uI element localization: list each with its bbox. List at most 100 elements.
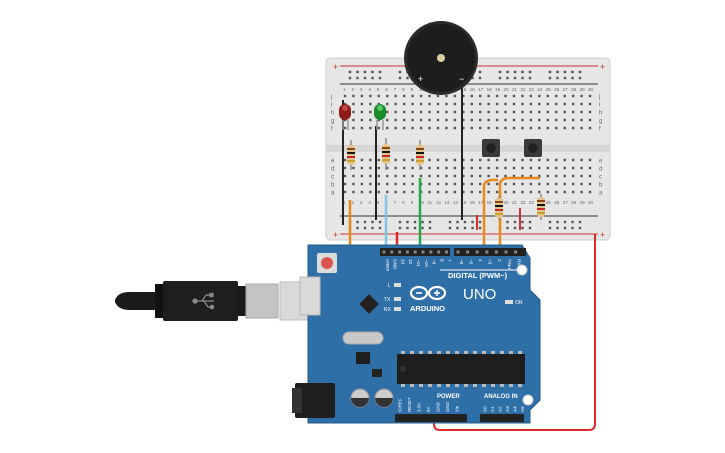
- breadboard-hole[interactable]: [563, 166, 566, 170]
- breadboard-hole[interactable]: [352, 166, 355, 170]
- breadboard-hole[interactable]: [377, 102, 380, 106]
- breadboard-hole[interactable]: [411, 118, 414, 122]
- breadboard-hole[interactable]: [453, 174, 457, 178]
- breadboard-hole[interactable]: [504, 190, 507, 194]
- breadboard-hole[interactable]: [462, 166, 465, 170]
- breadboard-hole[interactable]: [402, 126, 406, 130]
- rail-hole[interactable]: [521, 70, 524, 74]
- breadboard-hole[interactable]: [487, 126, 490, 130]
- breadboard-hole[interactable]: [546, 102, 549, 106]
- breadboard-hole[interactable]: [580, 174, 583, 178]
- breadboard-hole[interactable]: [377, 118, 380, 122]
- breadboard-hole[interactable]: [512, 190, 516, 194]
- breadboard-hole[interactable]: [360, 126, 364, 130]
- header-socket[interactable]: [398, 250, 402, 254]
- rail-hole[interactable]: [348, 70, 352, 74]
- rail-hole[interactable]: [506, 76, 509, 80]
- wire-orange-button-2[interactable]: [498, 176, 540, 250]
- rail-hole[interactable]: [521, 76, 524, 80]
- rail-hole[interactable]: [428, 226, 432, 230]
- header-socket[interactable]: [494, 250, 498, 254]
- breadboard-hole[interactable]: [343, 182, 347, 186]
- header-socket[interactable]: [475, 250, 479, 254]
- rail-hole[interactable]: [478, 70, 482, 74]
- breadboard-hole[interactable]: [377, 190, 380, 194]
- breadboard-hole[interactable]: [546, 118, 549, 122]
- breadboard-hole[interactable]: [419, 94, 423, 98]
- rail-hole[interactable]: [571, 220, 574, 224]
- breadboard-hole[interactable]: [462, 190, 465, 194]
- breadboard-hole[interactable]: [436, 190, 440, 194]
- breadboard-hole[interactable]: [369, 182, 372, 186]
- breadboard-hole[interactable]: [428, 110, 431, 114]
- breadboard-hole[interactable]: [538, 190, 541, 194]
- rail-hole[interactable]: [463, 220, 467, 224]
- breadboard-hole[interactable]: [411, 190, 414, 194]
- breadboard-hole[interactable]: [369, 118, 372, 122]
- breadboard-hole[interactable]: [495, 158, 499, 162]
- header-socket[interactable]: [413, 250, 417, 254]
- breadboard-hole[interactable]: [453, 158, 457, 162]
- breadboard-hole[interactable]: [369, 94, 372, 98]
- analog-header[interactable]: [480, 414, 524, 422]
- breadboard-hole[interactable]: [538, 158, 541, 162]
- breadboard-hole[interactable]: [419, 102, 423, 106]
- rail-hole[interactable]: [578, 76, 582, 80]
- breadboard-hole[interactable]: [419, 118, 423, 122]
- breadboard-hole[interactable]: [512, 118, 516, 122]
- breadboard-hole[interactable]: [563, 190, 566, 194]
- breadboard-hole[interactable]: [529, 118, 533, 122]
- breadboard-hole[interactable]: [462, 174, 465, 178]
- breadboard-hole[interactable]: [462, 118, 465, 122]
- breadboard-hole[interactable]: [394, 102, 397, 106]
- breadboard-hole[interactable]: [504, 126, 507, 130]
- resistor-5[interactable]: [537, 194, 545, 220]
- breadboard-hole[interactable]: [453, 190, 457, 194]
- header-socket[interactable]: [504, 250, 508, 254]
- breadboard-hole[interactable]: [580, 118, 583, 122]
- breadboard-hole[interactable]: [479, 126, 482, 130]
- rail-hole[interactable]: [548, 70, 552, 74]
- rail-hole[interactable]: [571, 226, 574, 230]
- breadboard-hole[interactable]: [360, 158, 364, 162]
- rail-hole[interactable]: [428, 220, 432, 224]
- rail-hole[interactable]: [378, 220, 382, 224]
- breadboard-hole[interactable]: [521, 126, 524, 130]
- breadboard-hole[interactable]: [555, 182, 558, 186]
- rail-hole[interactable]: [363, 76, 367, 80]
- breadboard-hole[interactable]: [428, 102, 431, 106]
- breadboard-hole[interactable]: [453, 94, 457, 98]
- breadboard-hole[interactable]: [571, 94, 575, 98]
- breadboard-hole[interactable]: [360, 110, 364, 114]
- breadboard-hole[interactable]: [538, 94, 541, 98]
- breadboard-hole[interactable]: [394, 110, 397, 114]
- breadboard-hole[interactable]: [343, 166, 347, 170]
- breadboard-hole[interactable]: [369, 126, 372, 130]
- digital-header-right[interactable]: [454, 248, 526, 256]
- breadboard-hole[interactable]: [571, 182, 575, 186]
- rail-hole[interactable]: [521, 220, 524, 224]
- breadboard-hole[interactable]: [580, 126, 583, 130]
- breadboard-hole[interactable]: [402, 110, 406, 114]
- rail-hole[interactable]: [513, 220, 517, 224]
- breadboard-hole[interactable]: [386, 110, 389, 114]
- breadboard-hole[interactable]: [436, 126, 440, 130]
- breadboard-hole[interactable]: [402, 190, 406, 194]
- rail-hole[interactable]: [521, 226, 524, 230]
- breadboard-hole[interactable]: [470, 126, 473, 130]
- breadboard-hole[interactable]: [411, 126, 414, 130]
- rail-hole[interactable]: [528, 76, 532, 80]
- breadboard-hole[interactable]: [495, 174, 499, 178]
- breadboard-hole[interactable]: [462, 102, 465, 106]
- breadboard-hole[interactable]: [377, 94, 380, 98]
- header-socket[interactable]: [421, 250, 425, 254]
- breadboard-hole[interactable]: [369, 166, 372, 170]
- breadboard-hole[interactable]: [555, 118, 558, 122]
- breadboard-hole[interactable]: [555, 190, 558, 194]
- breadboard-hole[interactable]: [588, 110, 592, 114]
- breadboard-hole[interactable]: [386, 94, 389, 98]
- breadboard-hole[interactable]: [394, 158, 397, 162]
- breadboard-hole[interactable]: [428, 182, 431, 186]
- rail-hole[interactable]: [478, 76, 482, 80]
- breadboard-hole[interactable]: [555, 166, 558, 170]
